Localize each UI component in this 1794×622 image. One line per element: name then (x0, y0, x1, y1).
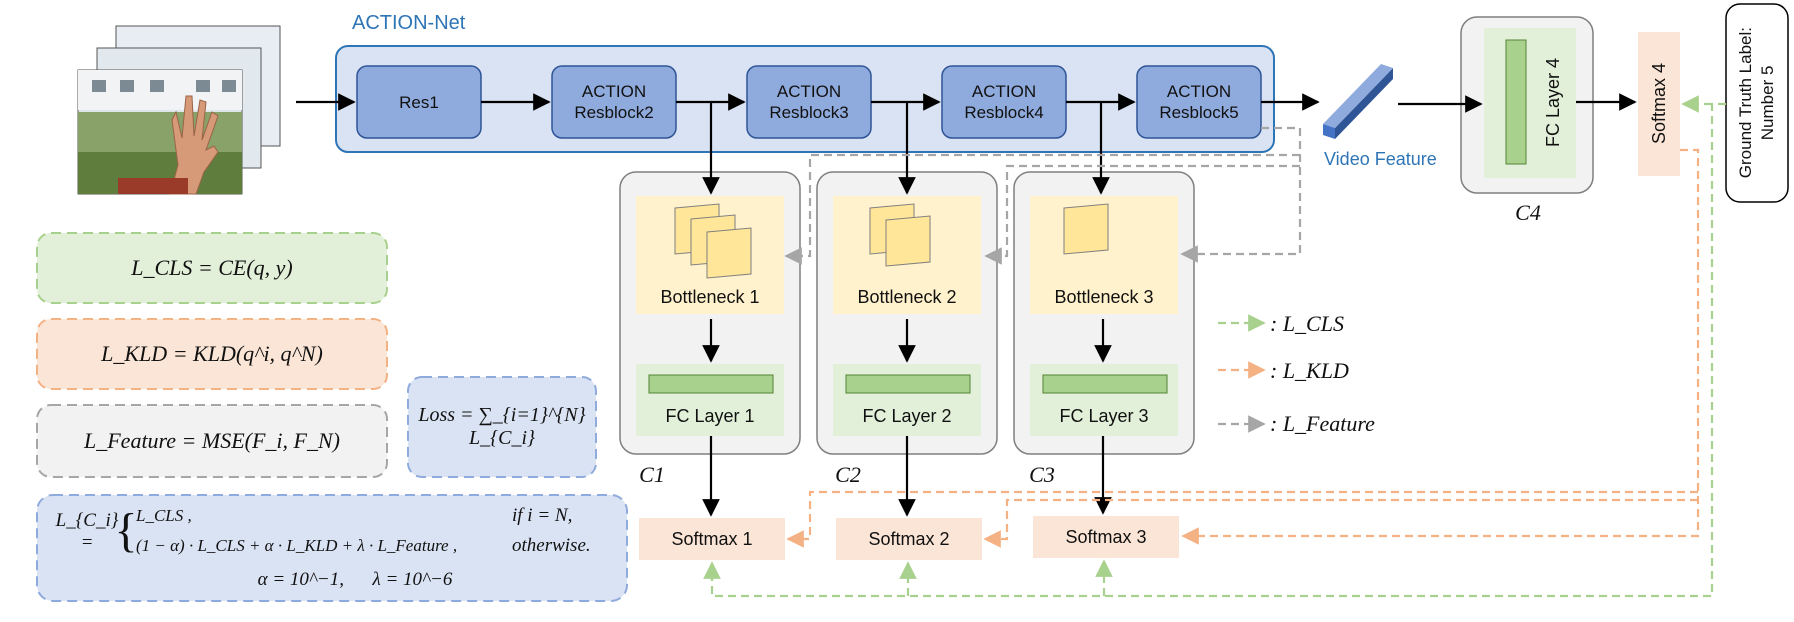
fc-layer-1-label: FC Layer 1 (665, 405, 755, 426)
kld-loss-box (36, 318, 388, 390)
softmax-3-box (1033, 516, 1179, 558)
resblock3-label: ACTION Resblock3 (769, 82, 849, 122)
softmax-3-label: Softmax 3 (1065, 526, 1147, 547)
fc-layer-1-bar (648, 374, 774, 394)
classifier-3-label: C3 (1029, 462, 1055, 487)
classifier-1-label: C1 (639, 462, 665, 487)
feature-maps-3-icon (1063, 203, 1109, 255)
total-loss-box (407, 376, 597, 478)
softmax-1-box (639, 518, 785, 560)
classifier-loss-brace: { (114, 503, 138, 557)
softmax-4-label: Softmax 4 (1638, 32, 1680, 176)
classifier-loss-case2: (1 − α) · L_CLS + α · L_KLD + λ · L_Feat… (136, 536, 458, 555)
resblock5-label: ACTION Resblock5 (1159, 82, 1239, 122)
softmax-1-label: Softmax 1 (671, 528, 753, 549)
feature-loss-line-to-bottleneck2 (984, 164, 1300, 265)
feature-loss-formula: L_Feature = MSE(F_i, F_N) (84, 428, 340, 453)
softmax-2-box (836, 518, 982, 560)
bottleneck-1-label: Bottleneck 1 (660, 286, 760, 307)
action-net-title: ACTION-Net (352, 11, 466, 34)
ground-truth-label: Ground Truth Label: Number 5 (1726, 4, 1788, 202)
classifier-2-label: C2 (835, 462, 861, 487)
feature-loss-line-trunk (1180, 126, 1302, 263)
fc-layer-3-label: FC Layer 3 (1059, 405, 1149, 426)
feature-loss-box (36, 404, 388, 478)
kld-loss-line-to-softmax1 (786, 490, 1698, 548)
fc-layer-4-text: FC Layer 4 (1542, 58, 1563, 148)
legend-cls-label: : L_CLS (1270, 311, 1344, 336)
feature-maps-2-icon (869, 203, 931, 267)
cls-loss-formula: L_CLS = CE(q, y) (131, 255, 293, 280)
video-feature-label: Video Feature (1324, 148, 1437, 169)
kld-loss-formula: L_KLD = KLD(q^i, q^N) (101, 341, 323, 366)
classifier-loss-cond1: if i = N, (512, 505, 573, 526)
feature-maps-1-icon (674, 203, 752, 279)
hand-video-frames-image (77, 25, 281, 195)
ground-truth-text: Ground Truth Label: Number 5 (1736, 27, 1777, 179)
kld-loss-line-trunk (1181, 148, 1700, 545)
softmax-2-label: Softmax 2 (868, 528, 950, 549)
fc-layer-4-label: FC Layer 4 (1530, 28, 1576, 178)
resblock2-label: ACTION Resblock2 (574, 82, 654, 122)
fc-layer-4-bar (1505, 39, 1527, 165)
legend-feature-label: : L_Feature (1270, 411, 1375, 436)
bottleneck-2-label: Bottleneck 2 (857, 286, 957, 307)
fc-layer-4-box (1484, 28, 1576, 178)
classifier-loss-cond2: otherwise. (512, 535, 591, 556)
classifier-loss-case1: L_CLS , (136, 506, 192, 525)
cls-loss-box (36, 232, 388, 304)
classifier-loss-params: α = 10^−1, λ = 10^−6 (257, 569, 453, 590)
fc-layer-3-bar (1042, 374, 1168, 394)
resblock4-label: ACTION Resblock4 (964, 82, 1044, 122)
classifier-loss-lhs: L_{C_i} = (55, 510, 119, 553)
fc-layer-2-bar (845, 374, 971, 394)
total-loss-formula: Loss = ∑_{i=1}^{N} L_{C_i} (418, 404, 586, 449)
legend-kld-label: : L_KLD (1270, 358, 1349, 383)
softmax-4-box (1638, 32, 1680, 176)
classifier-loss-box (36, 494, 628, 602)
video-feature-prism-icon (1323, 64, 1393, 139)
softmax-4-text: Softmax 4 (1648, 63, 1669, 145)
kld-loss-line-to-softmax2 (983, 498, 1698, 548)
fc-layer-2-label: FC Layer 2 (862, 405, 952, 426)
res1-label: Res1 (399, 92, 439, 112)
bottleneck-3-label: Bottleneck 3 (1054, 286, 1154, 307)
feature-loss-line-to-bottleneck1 (784, 153, 1300, 265)
classifier-4-label: C4 (1515, 200, 1541, 225)
